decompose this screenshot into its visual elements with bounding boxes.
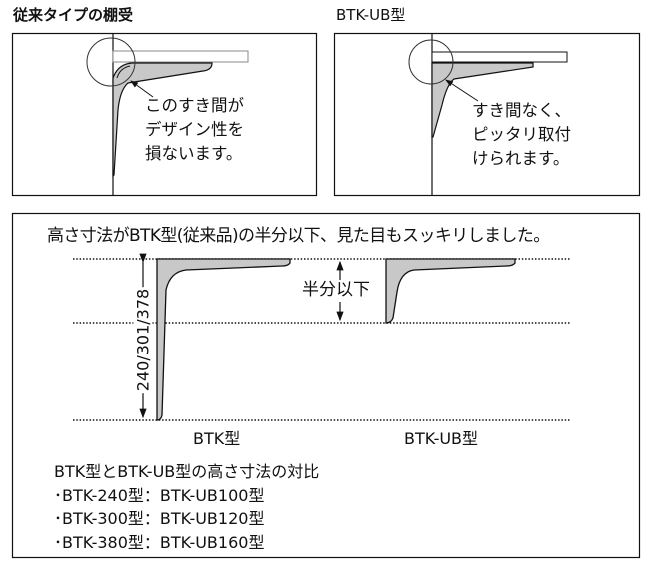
conventional-bracket [112, 62, 213, 178]
list-item: ･BTK-240型：BTK-UB100型 [54, 485, 265, 505]
left-panel-frame [11, 32, 318, 197]
ub-label: BTK-UB型 [404, 429, 479, 448]
pointer-arrow [445, 79, 479, 102]
note-line: けられます。 [472, 149, 570, 168]
note-line: すき間なく、 [472, 101, 571, 120]
left-panel-title: 従来タイプの棚受 [13, 6, 134, 24]
note-line: ピッタリ取付 [472, 125, 571, 144]
ub-bracket-profile [385, 258, 516, 324]
note-line: デザイン性を [145, 120, 244, 139]
right-panel-note: すき間なく、 ピッタリ取付 けられます。 [472, 99, 571, 171]
shelf-board [112, 50, 249, 63]
list-item: ･BTK-380型：BTK-UB160型 [54, 532, 265, 552]
right-panel-frame [333, 32, 641, 197]
btk-bracket-profile [156, 258, 291, 421]
right-panel-title: BTK-UB型 [336, 6, 406, 24]
list-item: ･BTK-300型：BTK-UB120型 [54, 509, 265, 528]
shelf-board [431, 51, 568, 63]
comparison-headline: 高さ寸法がBTK型(従来品)の半分以下、見た目もスッキリしました。 [47, 226, 550, 246]
comparison-list: BTK型とBTK-UB型の高さ寸法の対比 ･BTK-240型：BTK-UB100… [54, 460, 319, 554]
half-label: 半分以下 [302, 280, 370, 301]
btk-label: BTK型 [193, 429, 241, 448]
pointer-arrow [130, 80, 154, 98]
note-line: 損ないます。 [145, 144, 243, 163]
note-line: このすき間が [145, 96, 244, 115]
detail-circle [86, 37, 136, 87]
left-panel-note: このすき間が デザイン性を 損ないます。 [145, 94, 244, 166]
list-title: BTK型とBTK-UB型の高さ寸法の対比 [54, 462, 320, 481]
height-dimension-label: 240/301/378 [133, 286, 153, 394]
detail-circle [408, 39, 454, 85]
ub-bracket [431, 62, 534, 138]
